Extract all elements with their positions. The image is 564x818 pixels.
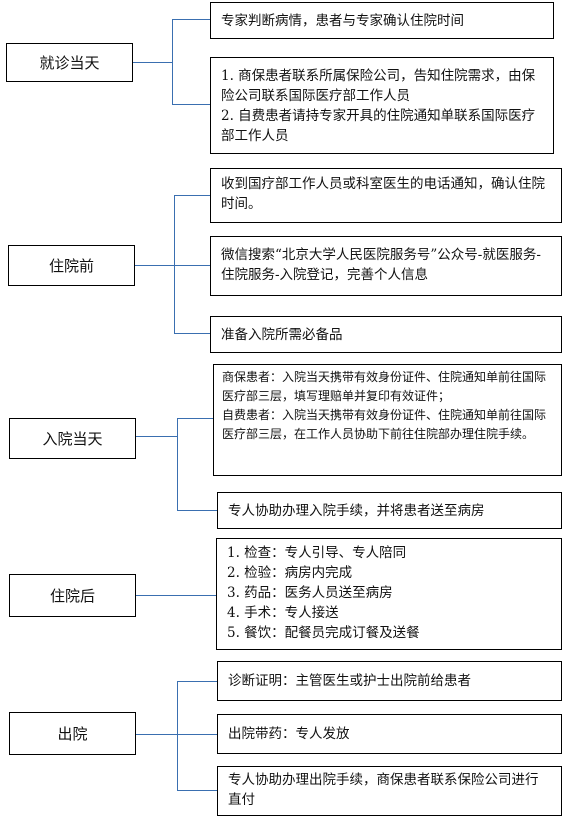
detail-text: 准备入院所需必备品 <box>221 326 343 343</box>
stage-label-admission-day: 入院当天 <box>9 418 136 459</box>
connector <box>172 19 173 105</box>
stage-label-text: 住院前 <box>48 257 94 275</box>
detail-box: 商保患者：入院当天携带有效身份证件、住院通知单前往国际医疗部三层，填写理赔单并复… <box>213 364 562 476</box>
detail-text: 4. 手术：专人接送 <box>227 605 339 621</box>
connector <box>177 418 178 511</box>
connector <box>174 195 175 334</box>
detail-box: 收到国疗部工作人员或科室医生的电话通知，确认住院时间。 <box>210 168 562 223</box>
stage-label-text: 出院 <box>57 725 88 743</box>
detail-text: 3. 药品：医务人员送至病房 <box>227 585 393 601</box>
detail-text: 诊断证明：主管医生或护士出院前给患者 <box>228 673 471 689</box>
detail-text: 1. 检查：专人引导、专人陪同 <box>227 545 407 561</box>
stage-label-after-admission: 住院后 <box>9 574 136 617</box>
stage-label-before-admission: 住院前 <box>8 245 135 286</box>
detail-box: 专人协助办理入院手续，并将患者送至病房 <box>217 492 562 529</box>
stage-label-text: 入院当天 <box>42 430 103 448</box>
connector <box>174 265 210 266</box>
detail-text: 收到国疗部工作人员或科室医生的电话通知，确认住院时间。 <box>221 176 545 212</box>
detail-text: 自费患者：入院当天携带有效身份证件、住院通知单前往国际医疗部三层，在工作人员协助… <box>222 408 547 441</box>
detail-box: 1. 商保患者联系所属保险公司，告知住院需求，由保险公司联系国际医疗部工作人员 … <box>210 57 554 154</box>
detail-text: 2. 自费患者请持专家开具的住院通知单联系国际医疗部工作人员 <box>221 108 536 144</box>
connector <box>177 510 217 511</box>
detail-text: 5. 餐饮：配餐员完成订餐及送餐 <box>227 625 420 641</box>
stage-label-text: 住院后 <box>49 587 95 605</box>
connector <box>136 595 216 596</box>
connector <box>177 681 217 682</box>
detail-text: 专人协助办理入院手续，并将患者送至病房 <box>228 502 485 519</box>
connector <box>174 195 210 196</box>
stage-label-discharge: 出院 <box>9 712 136 755</box>
connector <box>172 104 210 105</box>
detail-box: 微信搜索“北京大学人民医院服务号”公众号-就医服务-住院服务-入院登记，完善个人… <box>210 236 562 296</box>
detail-box: 1. 检查：专人引导、专人陪同 2. 检验：病房内完成 3. 药品：医务人员送至… <box>216 538 562 650</box>
detail-text: 出院带药：专人发放 <box>228 726 350 742</box>
connector <box>177 790 217 791</box>
connector <box>135 265 175 266</box>
connector <box>133 62 173 63</box>
stage-label-text: 就诊当天 <box>39 54 100 72</box>
connector <box>136 436 178 437</box>
detail-text: 1. 商保患者联系所属保险公司，告知住院需求，由保险公司联系国际医疗部工作人员 <box>221 68 536 104</box>
connector <box>136 734 178 735</box>
detail-text: 微信搜索“北京大学人民医院服务号”公众号-就医服务-住院服务-入院登记，完善个人… <box>221 247 541 283</box>
detail-box: 专人协助办理出院手续，商保患者联系保险公司进行直付 <box>217 766 562 816</box>
detail-text: 专人协助办理出院手续，商保患者联系保险公司进行直付 <box>228 772 539 808</box>
detail-text: 2. 检验：病房内完成 <box>227 565 353 581</box>
detail-box: 诊断证明：主管医生或护士出院前给患者 <box>217 661 562 701</box>
detail-box: 准备入院所需必备品 <box>210 316 562 353</box>
detail-box: 出院带药：专人发放 <box>217 714 562 754</box>
detail-box: 专家判断病情，患者与专家确认住院时间 <box>210 2 554 39</box>
detail-text: 商保患者：入院当天携带有效身份证件、住院通知单前往国际医疗部三层，填写理赔单并复… <box>222 370 547 403</box>
connector <box>177 734 217 735</box>
connector <box>177 681 178 791</box>
stage-label-visit-day: 就诊当天 <box>6 43 133 82</box>
connector <box>172 19 210 20</box>
connector <box>177 418 213 419</box>
connector <box>174 333 210 334</box>
detail-text: 专家判断病情，患者与专家确认住院时间 <box>221 12 464 29</box>
